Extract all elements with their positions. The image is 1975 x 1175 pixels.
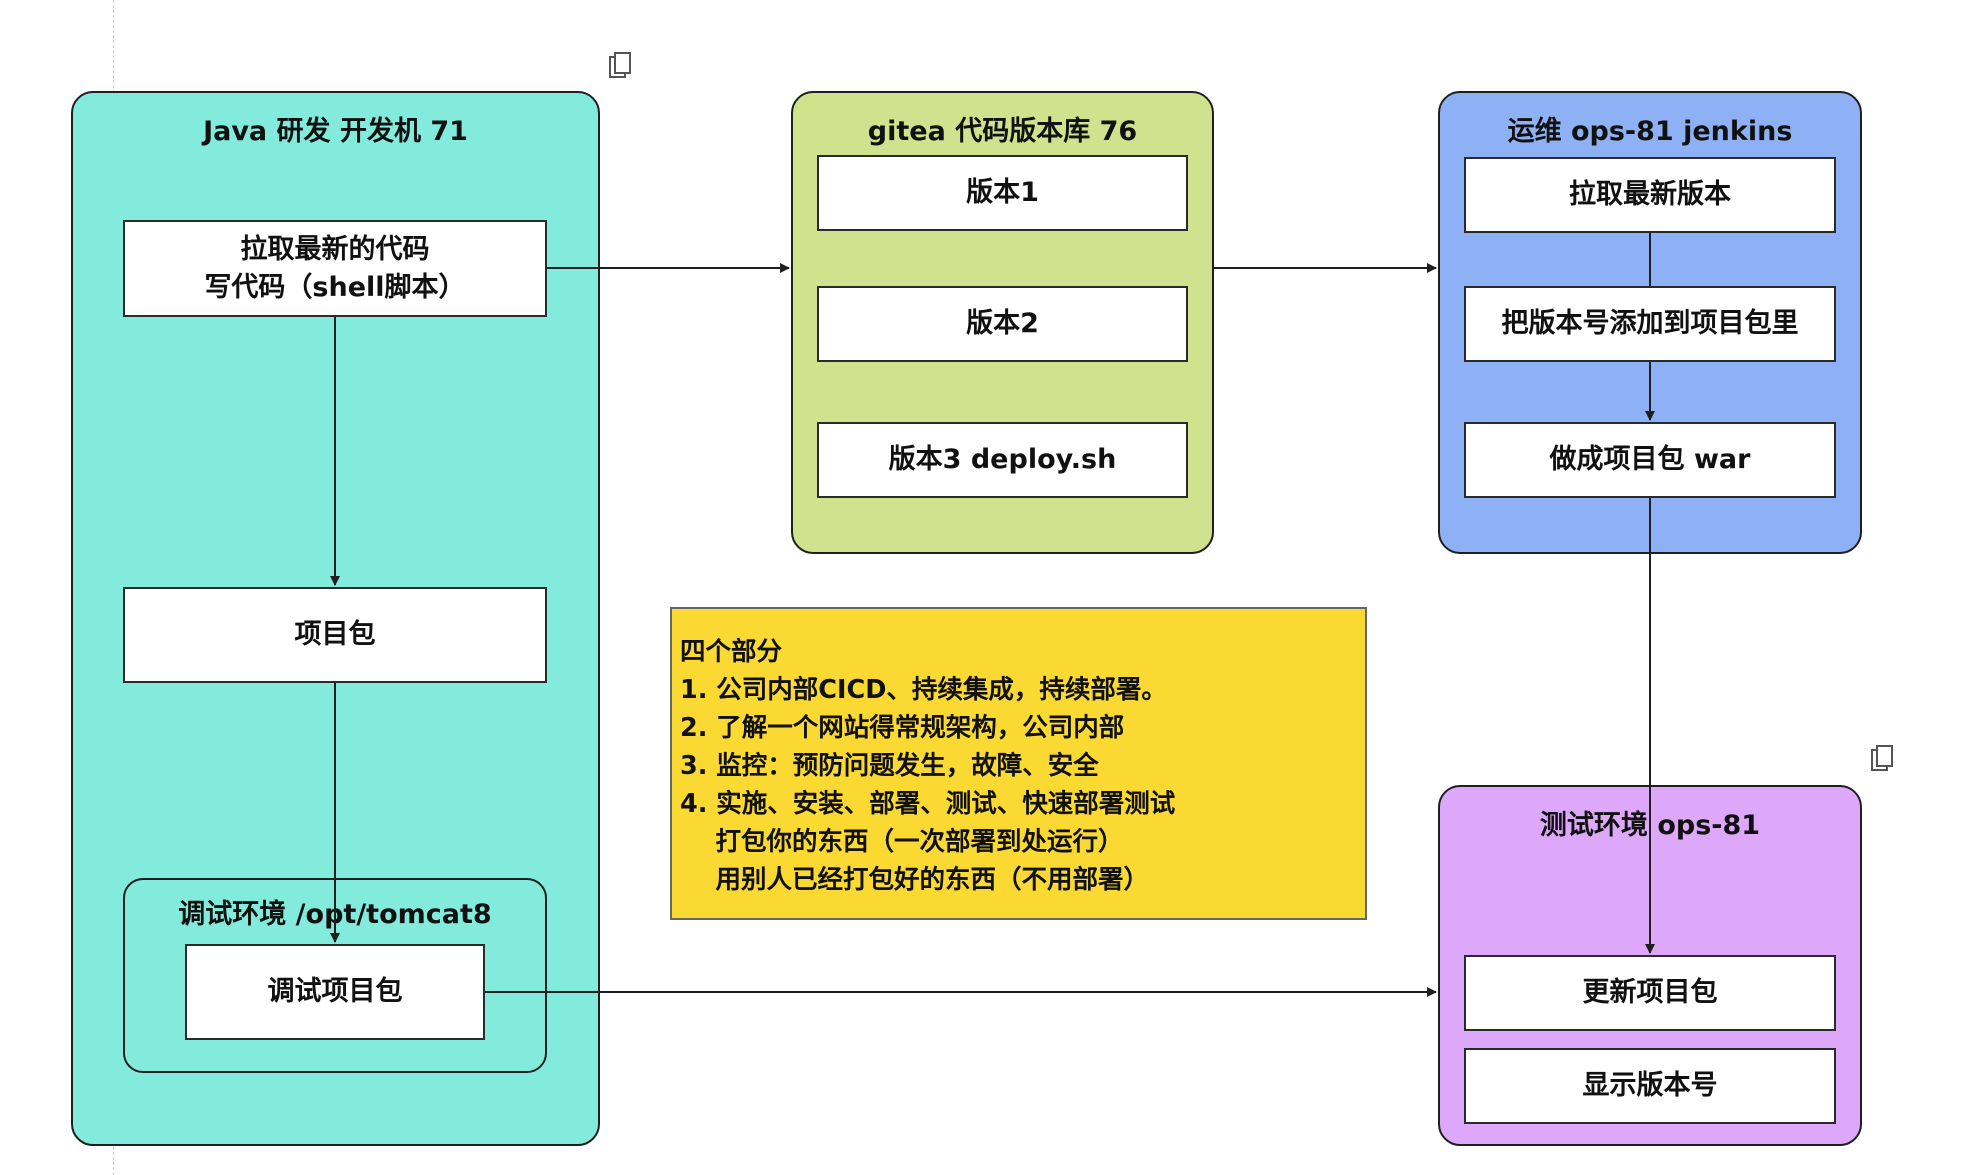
node-version-3[interactable]: 版本3 deploy.sh	[817, 422, 1188, 498]
note-line: 用别人已经打包好的东西（不用部署）	[680, 865, 1150, 895]
note-four-parts: 四个部分 1. 公司内部CICD、持续集成，持续部署。 2. 了解一个网站得常规…	[670, 607, 1367, 920]
node-add-version[interactable]: 把版本号添加到项目包里	[1464, 286, 1836, 362]
note-line: 2. 了解一个网站得常规架构，公司内部	[680, 713, 1125, 743]
node-version-2[interactable]: 版本2	[817, 286, 1188, 362]
group-dev-title: Java 研发 开发机 71	[203, 116, 468, 147]
group-test-title: 测试环境 ops-81	[1539, 810, 1761, 841]
note-line: 打包你的东西（一次部署到处运行）	[680, 827, 1124, 857]
node-build-war[interactable]: 做成项目包 war	[1464, 422, 1836, 498]
note-heading: 四个部分	[680, 637, 783, 667]
note-line: 3. 监控：预防问题发生，故障、安全	[680, 751, 1099, 781]
note-line: 1. 公司内部CICD、持续集成，持续部署。	[680, 675, 1167, 705]
node-pull-code[interactable]: 拉取最新的代码 写代码（shell脚本）	[123, 220, 547, 317]
node-version-1[interactable]: 版本1	[817, 155, 1188, 231]
group-ops-title: 运维 ops-81 jenkins	[1507, 116, 1793, 147]
node-debug-package[interactable]: 调试项目包	[185, 944, 485, 1040]
node-pull-version[interactable]: 拉取最新版本	[1464, 157, 1836, 233]
copy-icon[interactable]	[609, 52, 631, 78]
node-pull-code-line2: 写代码（shell脚本）	[204, 271, 466, 303]
group-gitea-title: gitea 代码版本库 76	[867, 116, 1138, 147]
note-line: 4. 实施、安装、部署、测试、快速部署测试	[680, 789, 1176, 819]
node-pull-code-line1: 拉取最新的代码	[240, 233, 430, 265]
copy-icon[interactable]	[1871, 745, 1893, 771]
node-project-package[interactable]: 项目包	[123, 587, 547, 683]
group-debug-title: 调试环境 /opt/tomcat8	[178, 899, 492, 930]
node-show-version[interactable]: 显示版本号	[1464, 1048, 1836, 1124]
node-update-package[interactable]: 更新项目包	[1464, 955, 1836, 1031]
